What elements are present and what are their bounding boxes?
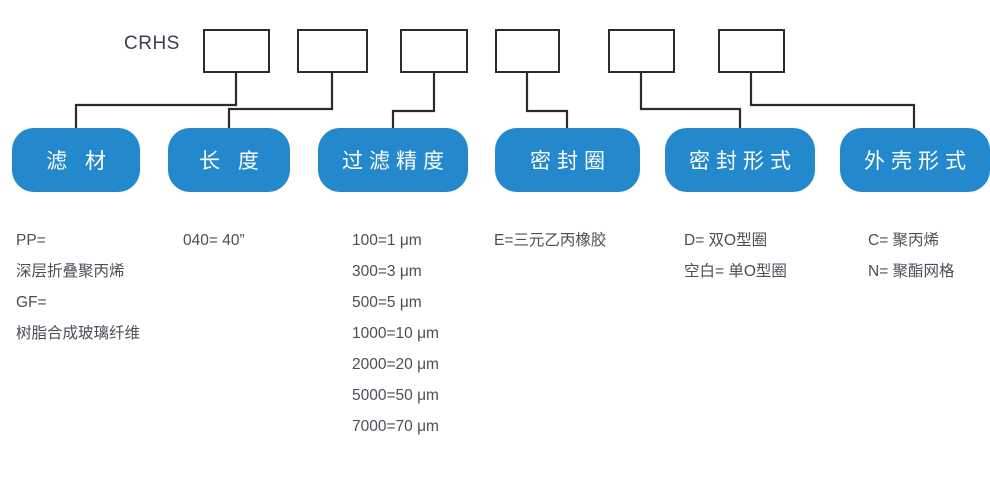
option-item: 500=5 μm [352,294,422,311]
category-pill-seal-type[interactable]: 密封形式 [665,128,815,192]
code-box-seal-ring[interactable] [495,29,560,73]
option-column-seal-ring: E=三元乙丙橡胶 [494,225,606,256]
option-column-filtration-accuracy: 100=1 μm 300=3 μm 500=5 μm 1000=10 μm 20… [352,225,439,442]
option-item: 树脂合成玻璃纤维 [16,325,141,342]
option-item: 深层折叠聚丙烯 [16,263,125,280]
code-box-length[interactable] [297,29,368,73]
code-box-seal-type[interactable] [608,29,675,73]
option-item: N= 聚酯网格 [868,263,955,280]
option-item: 300=3 μm [352,263,422,280]
option-item: 100=1 μm [352,232,422,249]
category-pill-filtration-accuracy[interactable]: 过滤精度 [318,128,468,192]
connector-1 [74,73,238,130]
option-item: PP= [16,232,46,249]
option-item: 2000=20 μm [352,356,439,373]
connector-3 [391,73,436,130]
connector-5 [639,73,742,130]
option-item: 040= 40” [183,232,245,249]
category-pill-length[interactable]: 长 度 [168,128,290,192]
option-column-length: 040= 40” [183,225,245,256]
option-item: 空白= 单O型圈 [684,263,787,280]
code-box-filtration-accuracy[interactable] [400,29,468,73]
category-pill-seal-ring[interactable]: 密封圈 [495,128,640,192]
connector-6 [749,73,916,130]
category-pill-filter-media[interactable]: 滤 材 [12,128,140,192]
option-column-housing-type: C= 聚丙烯 N= 聚酯网格 [868,225,955,287]
option-column-filter-media: PP= 深层折叠聚丙烯 GF= 树脂合成玻璃纤维 [16,225,140,349]
code-box-filter-media[interactable] [203,29,270,73]
option-item: D= 双O型圈 [684,232,768,249]
option-item: 5000=50 μm [352,387,439,404]
option-item: GF= [16,294,47,311]
connector-4 [525,73,569,130]
option-item: C= 聚丙烯 [868,232,940,249]
option-item: 1000=10 μm [352,325,439,342]
option-item: 7000=70 μm [352,418,439,435]
category-pill-housing-type[interactable]: 外壳形式 [840,128,990,192]
option-column-seal-type: D= 双O型圈 空白= 单O型圈 [684,225,787,287]
connector-2 [227,73,334,130]
prefix-label: CRHS [124,33,180,54]
option-item: E=三元乙丙橡胶 [494,232,607,249]
code-box-housing-type[interactable] [718,29,785,73]
